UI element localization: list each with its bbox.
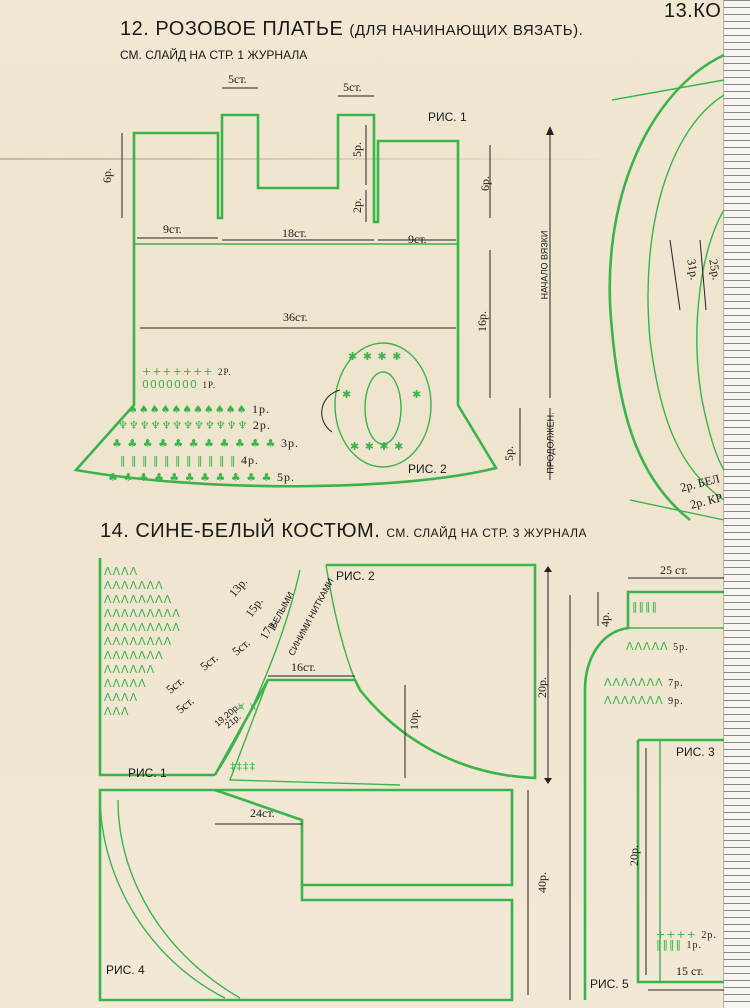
costume-fig4-outline bbox=[98, 788, 529, 1002]
costume-fig4-label: РИС. 4 bbox=[106, 963, 145, 977]
paper-crease bbox=[0, 158, 600, 160]
fig5-r5-label: 5р. bbox=[673, 642, 689, 653]
fig2-side-stitches: ⩙ ⩙ bbox=[238, 700, 257, 713]
costume-fig5-outline bbox=[569, 577, 724, 1000]
dim-top-left: 9ст. bbox=[163, 222, 182, 236]
section-12-title: 12. РОЗОВОЕ ПЛАТЬЕ (ДЛЯ НАЧИНАЮЩИХ ВЯЗАТ… bbox=[120, 18, 583, 41]
fig3-stitches-row2: ++++ 2р. bbox=[656, 928, 717, 941]
stitch-row-1a: 0000000 1Р. bbox=[142, 378, 217, 391]
dim-skirt: 5р. bbox=[502, 446, 516, 461]
fig5-r9-label: 9р. bbox=[668, 696, 684, 707]
dim-top-right: 9ст. bbox=[408, 232, 427, 246]
dim-fig3-height: 20р. bbox=[627, 845, 641, 866]
dim-fig4-height: 40р. bbox=[535, 872, 549, 893]
dim-fig5-width: 25 ст. bbox=[660, 563, 688, 577]
scanner-ruler bbox=[723, 0, 750, 1008]
dim-top-mid: 18ст. bbox=[282, 226, 307, 240]
label-continued: ПРОДОЛЖЕН. bbox=[545, 412, 556, 474]
dim-fig3-width: 15 ст. bbox=[676, 964, 704, 978]
fig5-stitches-row5: ΛΛΛΛΛ 5р. bbox=[626, 640, 689, 653]
stitch-row-r3: ♣ ♣ ♣ ♣ ♣ ♣ ♣ ♣ ♣ ♣ ♣ 3р. bbox=[112, 436, 299, 450]
fig2-bottom-stitches: ‡‡‡‡ bbox=[230, 760, 256, 773]
row-4-label: 4р. bbox=[240, 453, 259, 467]
section-13-title: 13.КО bbox=[664, 0, 722, 22]
dim-neck-depth: 5р. bbox=[350, 142, 364, 157]
stitch-row-r2: ♆♆♆♆♆♆♆♆♆♆♆♆ 2р. bbox=[118, 418, 271, 432]
section-14-title: 14. СИНЕ-БЕЛЫЙ КОСТЮМ. СМ. СЛАЙД НА СТР.… bbox=[100, 520, 587, 543]
ring-stitches-right: ✱ bbox=[412, 388, 423, 401]
dim-neck-inner: 2р. bbox=[350, 198, 364, 213]
stitch-row-2-label: 2Р. bbox=[218, 367, 232, 377]
costume-fig1-label: РИС. 1 bbox=[128, 766, 167, 780]
fig5-stitches-top: ‖‖‖‖ bbox=[632, 600, 658, 613]
dress-pattern-outline bbox=[73, 113, 499, 488]
ring-stitches-top: ✱ ✱ ✱ ✱ bbox=[348, 350, 403, 363]
fig3-r2-label: 2р. bbox=[701, 930, 717, 941]
section-14-title-main: 14. СИНЕ-БЕЛЫЙ КОСТЮМ. bbox=[100, 520, 381, 542]
section-12-title-main: 12. РОЗОВОЕ ПЛАТЬЕ bbox=[120, 18, 344, 40]
stitch-row-2: +++++++ 2Р. bbox=[142, 365, 232, 378]
dim-yoke: 16ст. bbox=[291, 660, 316, 674]
row-1-label: 1р. bbox=[251, 402, 270, 416]
dim-side-left: 6р. bbox=[100, 168, 114, 183]
stitch-row-r5: ♣ ♣ ♣ ♣ ♣ ♣ ♣ ♣ ♣ ♣ ♣ 5р. bbox=[108, 470, 295, 484]
ring-stitches-bottom: ✱ ✱ ✱ ✱ bbox=[350, 440, 405, 453]
costume-fig2-outline bbox=[213, 563, 552, 786]
fig5-r7-label: 7р. bbox=[668, 678, 684, 689]
dress-dimension-lines bbox=[121, 87, 554, 480]
section-12-title-note: (ДЛЯ НАЧИНАЮЩИХ ВЯЗАТЬ). bbox=[349, 22, 584, 39]
dim-side-right: 6р. bbox=[478, 176, 492, 191]
section-14-subtitle: СМ. СЛАЙД НА СТР. 3 ЖУРНАЛА bbox=[386, 526, 588, 540]
row-5-label: 5р. bbox=[276, 470, 295, 484]
label-start-knitting: НАЧАЛО ВЯЗКИ bbox=[539, 230, 550, 300]
row-3-label: 3р. bbox=[280, 436, 299, 450]
dim-strap-left: 5ст. bbox=[228, 72, 247, 86]
fig5-stitches-row9: ΛΛΛΛΛΛΛ 9р. bbox=[604, 694, 684, 707]
section-12-subtitle: СМ. СЛАЙД НА СТР. 1 ЖУРНАЛА bbox=[120, 48, 308, 62]
dim-fig5-4r: 4р. bbox=[598, 612, 612, 627]
dress-fig1-label: РИС. 1 bbox=[428, 110, 467, 124]
section-13-arcs bbox=[608, 53, 725, 522]
costume-fig5-label: РИС. 5 bbox=[590, 977, 629, 991]
dim-fig2-height: 20р. bbox=[535, 677, 549, 698]
row-2-label: 2р. bbox=[252, 418, 271, 432]
stitch-row-r4: ‖ ‖ ‖ ‖ ‖ ‖ ‖ ‖ ‖ ‖ ‖ 4р. bbox=[120, 453, 259, 467]
costume-fig3-label: РИС. 3 bbox=[676, 745, 715, 759]
ring-motif bbox=[321, 342, 432, 468]
costume-fig1-stitches: ΛΛΛΛ ΛΛΛΛΛΛΛ ΛΛΛΛΛΛΛΛ ΛΛΛΛΛΛΛΛΛ ΛΛΛΛΛΛΛΛ… bbox=[104, 565, 181, 718]
dim-strap-right: 5ст. bbox=[343, 80, 362, 94]
stitch-row-r1: ♠♠♠♠♠♠♠♠♠♠♠ 1р. bbox=[128, 402, 270, 416]
fig3-stitches-row1: ‖‖‖‖ 1р. bbox=[656, 938, 702, 951]
dim-yoke-height: 10р. bbox=[407, 709, 421, 730]
dim-front: 24ст. bbox=[250, 806, 275, 820]
stitch-row-1a-label: 1Р. bbox=[202, 380, 217, 390]
ring-stitches-left: ✱ bbox=[342, 388, 353, 401]
dim-body-width: 36ст. bbox=[283, 310, 308, 324]
dress-fig2-label: РИС. 2 bbox=[408, 462, 447, 476]
fig5-stitches-row7: ΛΛΛΛΛΛΛ 7р. bbox=[604, 676, 684, 689]
dim-body-height: 16р. bbox=[475, 311, 489, 332]
costume-fig2-label: РИС. 2 bbox=[336, 569, 375, 583]
fig3-r1-label: 1р. bbox=[686, 940, 702, 951]
